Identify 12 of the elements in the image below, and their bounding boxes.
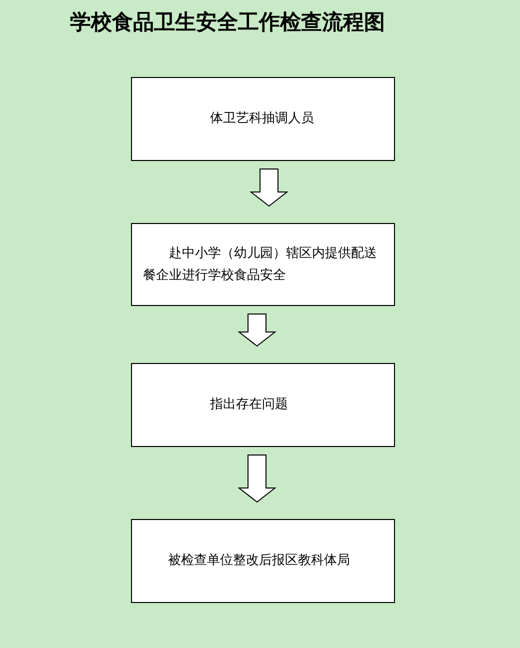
box-text: 被检查单位整改后报区教科体局	[168, 552, 350, 570]
box-text: 指出存在问题	[210, 396, 288, 414]
block-arrow	[238, 314, 276, 347]
box-text: 体卫艺科抽调人员	[210, 110, 314, 128]
block-arrow	[238, 454, 276, 503]
block-arrow	[250, 168, 288, 207]
box-text: 赴中小学（幼儿园）辖区内提供配送餐企业进行学校食品安全	[143, 244, 378, 284]
title: 学校食品卫生安全工作检查流程图	[70, 8, 385, 36]
process-box	[131, 363, 395, 447]
process-box	[131, 77, 395, 161]
process-box	[131, 223, 395, 306]
process-box	[131, 519, 395, 603]
